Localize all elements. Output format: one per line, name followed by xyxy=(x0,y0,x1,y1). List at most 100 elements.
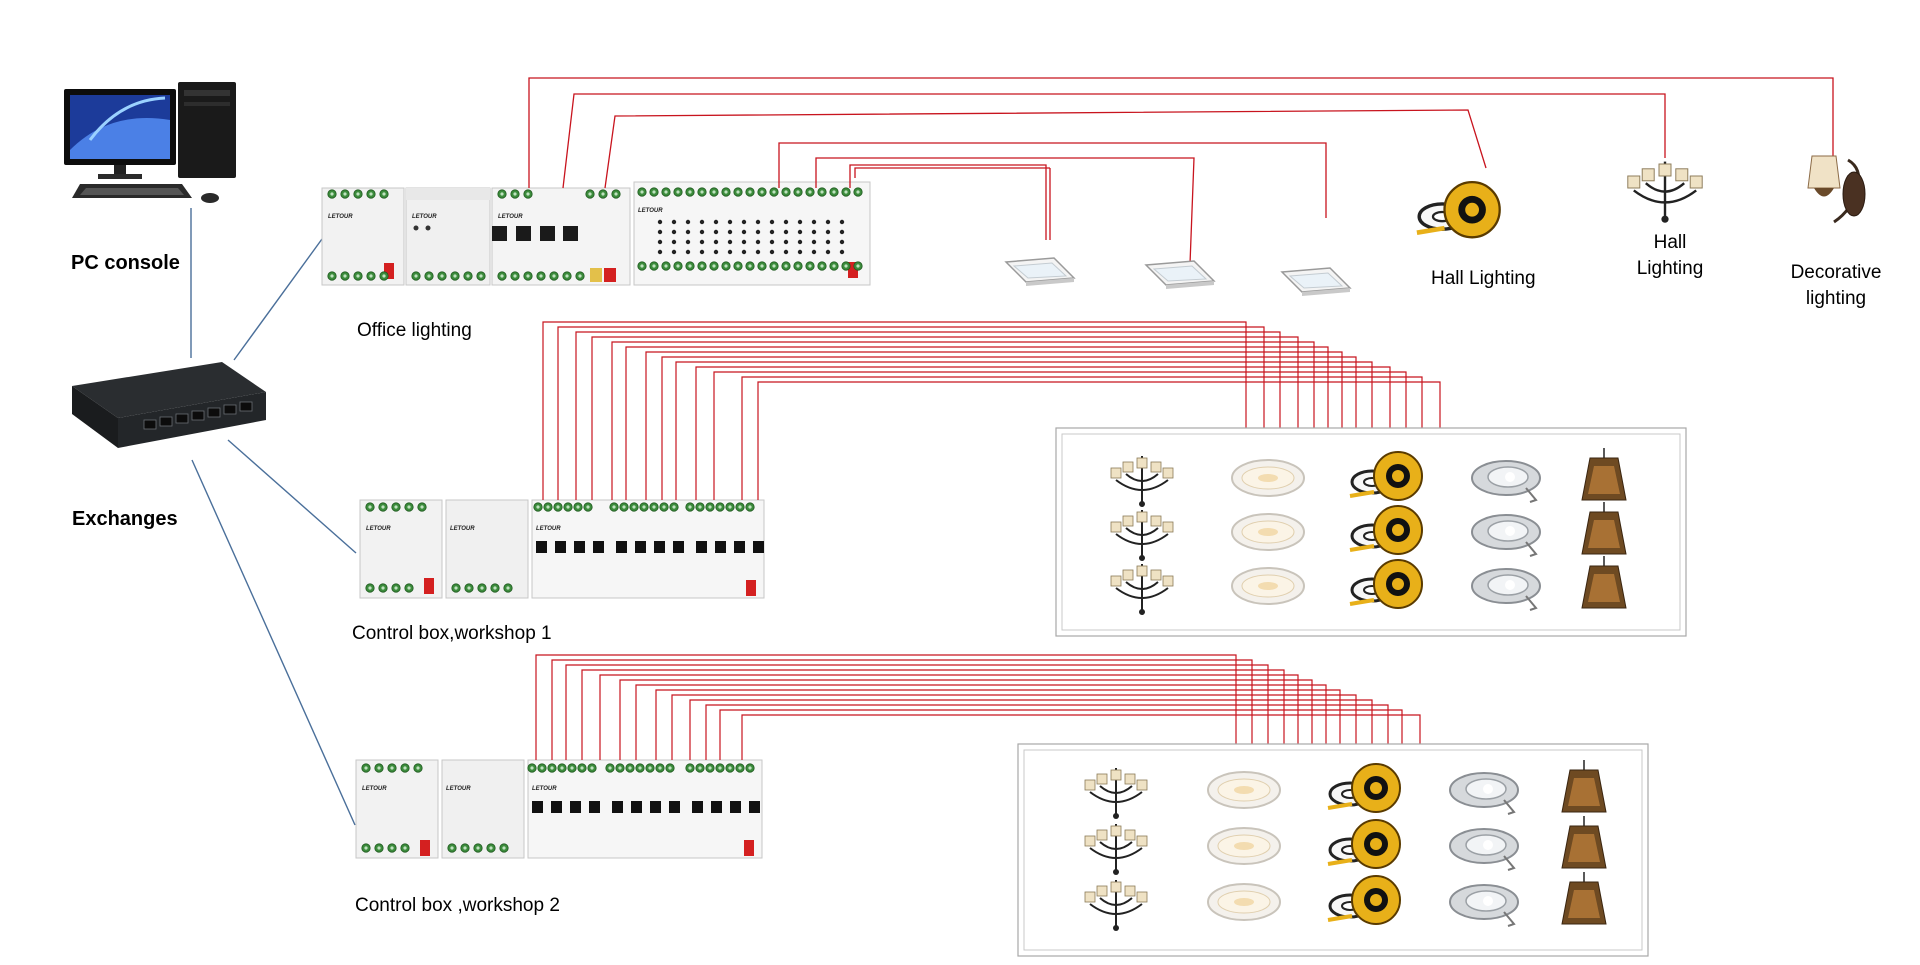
terminal-icon xyxy=(543,502,553,512)
terminal-icon xyxy=(725,763,735,773)
terminal-icon xyxy=(387,763,397,773)
terminal-icon xyxy=(404,583,414,593)
terminal-icon xyxy=(733,261,743,271)
terminal-icon xyxy=(721,187,731,197)
control-wire xyxy=(689,699,1373,760)
terminal-icon xyxy=(499,843,509,853)
indicator-dot xyxy=(825,249,831,255)
relay-switch xyxy=(631,801,642,813)
relay-switch xyxy=(654,541,665,553)
indicator-dot xyxy=(685,239,691,245)
terminal-icon xyxy=(497,271,507,281)
terminal-icon xyxy=(536,271,546,281)
workshop2-wiring xyxy=(535,654,1421,760)
relay-switch xyxy=(593,541,604,553)
ceiling-light-icon xyxy=(1207,827,1281,865)
indicator-dot xyxy=(713,219,719,225)
control-wire xyxy=(591,336,1299,500)
terminal-icon xyxy=(709,187,719,197)
module-brand-text: LETOUR xyxy=(638,208,663,214)
terminal-icon xyxy=(715,502,725,512)
indicator-dot xyxy=(671,219,677,225)
terminal-icon xyxy=(577,763,587,773)
relay-switch xyxy=(536,541,547,553)
terminal-icon xyxy=(473,843,483,853)
terminal-icon xyxy=(567,763,577,773)
terminal-icon xyxy=(476,271,486,281)
terminal-icon xyxy=(649,261,659,271)
workshop2-fixture-panel xyxy=(1017,743,1649,957)
terminal-icon xyxy=(413,763,423,773)
office-lighting-label: Office lighting xyxy=(357,320,472,341)
indicator-dot xyxy=(685,219,691,225)
indicator-dot xyxy=(839,239,845,245)
terminal-icon xyxy=(327,271,337,281)
ceiling-light-icon xyxy=(1231,513,1305,551)
terminal-icon xyxy=(379,271,389,281)
control-wire xyxy=(655,689,1341,760)
terminal-icon xyxy=(745,261,755,271)
indicator-dot xyxy=(811,239,817,245)
terminal-icon xyxy=(374,763,384,773)
terminal-icon xyxy=(685,187,695,197)
wall-sconce-icon xyxy=(1807,155,1866,224)
terminal-icon xyxy=(437,271,447,281)
indicator-dot xyxy=(741,229,747,235)
terminal-icon xyxy=(562,271,572,281)
terminal-icon xyxy=(575,271,585,281)
terminal-icon xyxy=(417,502,427,512)
ceiling-light-icon xyxy=(1231,567,1305,605)
relay-switch xyxy=(669,801,680,813)
terminal-icon xyxy=(695,502,705,512)
panel-light-icon xyxy=(1145,260,1215,290)
terminal-icon xyxy=(793,261,803,271)
terminal-icon xyxy=(424,271,434,281)
control-wire xyxy=(661,356,1357,500)
control-box-workshop2-label: Control box ,workshop 2 xyxy=(355,895,560,916)
relay-switch xyxy=(734,541,745,553)
switch-to-workshop2-cable xyxy=(191,459,356,826)
terminal-icon xyxy=(464,583,474,593)
relay-switch xyxy=(635,541,646,553)
terminal-icon xyxy=(497,189,507,199)
terminal-icon xyxy=(697,187,707,197)
terminal-icon xyxy=(781,187,791,197)
terminal-icon xyxy=(361,843,371,853)
terminal-icon xyxy=(629,502,639,512)
terminal-icon xyxy=(829,261,839,271)
terminal-icon xyxy=(673,261,683,271)
terminal-icon xyxy=(598,189,608,199)
indicator-dot xyxy=(713,239,719,245)
terminal-icon xyxy=(769,187,779,197)
terminal-icon xyxy=(549,271,559,281)
module-brand-text: LETOUR xyxy=(412,214,437,220)
ceiling-light-icon xyxy=(1207,771,1281,809)
indicator-dot xyxy=(713,249,719,255)
terminal-icon xyxy=(391,502,401,512)
terminal-icon xyxy=(353,271,363,281)
terminal-icon xyxy=(503,583,513,593)
terminal-icon xyxy=(361,763,371,773)
terminal-icon xyxy=(378,583,388,593)
module-brand-text: LETOUR xyxy=(362,786,387,792)
terminal-icon xyxy=(625,763,635,773)
terminal-icon xyxy=(486,843,496,853)
module-power-supply: LETOUR xyxy=(321,187,405,286)
indicator-dot xyxy=(811,219,817,225)
pc-console-icon xyxy=(64,82,236,203)
terminal-icon xyxy=(709,261,719,271)
terminal-icon xyxy=(637,187,647,197)
terminal-icon xyxy=(659,502,669,512)
network-cables xyxy=(190,208,357,826)
terminal-icon xyxy=(460,843,470,853)
indicator-dot xyxy=(769,249,775,255)
panel-light-icon xyxy=(1005,257,1075,287)
indicator-dot xyxy=(699,239,705,245)
terminal-icon xyxy=(490,583,500,593)
indicator-dot xyxy=(811,249,817,255)
terminal-icon xyxy=(685,763,695,773)
control-wire xyxy=(635,684,1327,760)
terminal-icon xyxy=(685,261,695,271)
indicator-dot xyxy=(755,219,761,225)
module-brand-text: LETOUR xyxy=(446,786,471,792)
